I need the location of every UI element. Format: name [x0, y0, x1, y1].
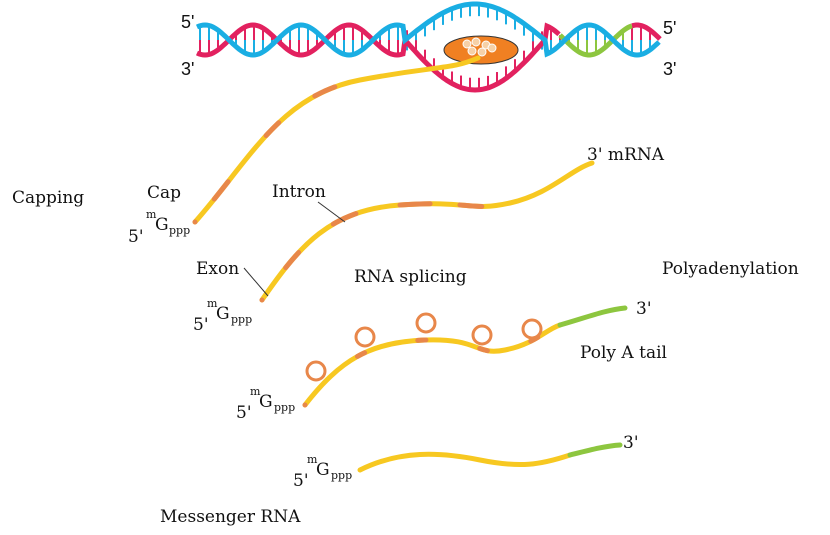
svg-text:m: m — [207, 297, 218, 310]
svg-text:G: G — [155, 215, 169, 235]
spliced-mrna-with-poly-a — [302, 305, 628, 408]
svg-text:G: G — [216, 304, 230, 324]
messenger-rna-strand — [357, 442, 623, 473]
dna-right-5prime: 5' — [663, 18, 676, 38]
dna-polya-signal — [558, 23, 633, 58]
svg-text:5': 5' — [193, 315, 209, 335]
svg-text:5': 5' — [293, 471, 309, 491]
cap-3: 5' m G ppp — [236, 385, 295, 423]
svg-text:ppp: ppp — [331, 469, 352, 482]
poly-a-tail-label: Poly A tail — [580, 343, 667, 363]
poly-a-3prime: 3' — [636, 299, 652, 319]
dna-double-helix — [195, 1, 662, 93]
svg-text:5': 5' — [236, 403, 252, 423]
intron-pointer — [317, 201, 346, 223]
dna-left-5prime: 5' — [181, 12, 194, 32]
svg-text:ppp: ppp — [274, 401, 295, 414]
dna-right-3prime: 3' — [663, 59, 676, 79]
svg-text:m: m — [307, 453, 318, 466]
cap-2: 5' m G ppp — [193, 297, 252, 335]
dna-template-strand — [195, 22, 561, 93]
dna-left-3prime: 3' — [181, 59, 194, 79]
svg-text:ppp: ppp — [169, 224, 190, 237]
capping-label: Capping — [12, 188, 84, 208]
nascent-transcript — [192, 55, 481, 225]
pre-mrna — [259, 160, 595, 303]
intron-label: Intron — [272, 182, 326, 202]
messenger-rna-label: Messenger RNA — [160, 507, 301, 527]
cap-1: 5' m G ppp — [128, 208, 190, 247]
svg-text:5': 5' — [128, 227, 144, 247]
svg-text:G: G — [259, 392, 273, 412]
polyadenylation-label: Polyadenylation — [662, 259, 799, 279]
rna-splicing-label: RNA splicing — [354, 267, 467, 287]
cap-4: 5' m G ppp — [293, 453, 352, 491]
cap-label: Cap — [147, 183, 181, 203]
mrna-label: 3' mRNA — [587, 145, 665, 165]
mature-3prime: 3' — [623, 433, 639, 453]
exon-pointer — [243, 267, 269, 297]
splicing-lariat-circles — [305, 312, 543, 382]
svg-text:m: m — [146, 208, 157, 221]
svg-text:G: G — [316, 460, 330, 480]
svg-text:ppp: ppp — [231, 313, 252, 326]
dna-coding-strand — [195, 1, 661, 58]
exon-label: Exon — [196, 259, 239, 279]
svg-text:m: m — [250, 385, 261, 398]
polymerase-subunits — [462, 37, 497, 57]
